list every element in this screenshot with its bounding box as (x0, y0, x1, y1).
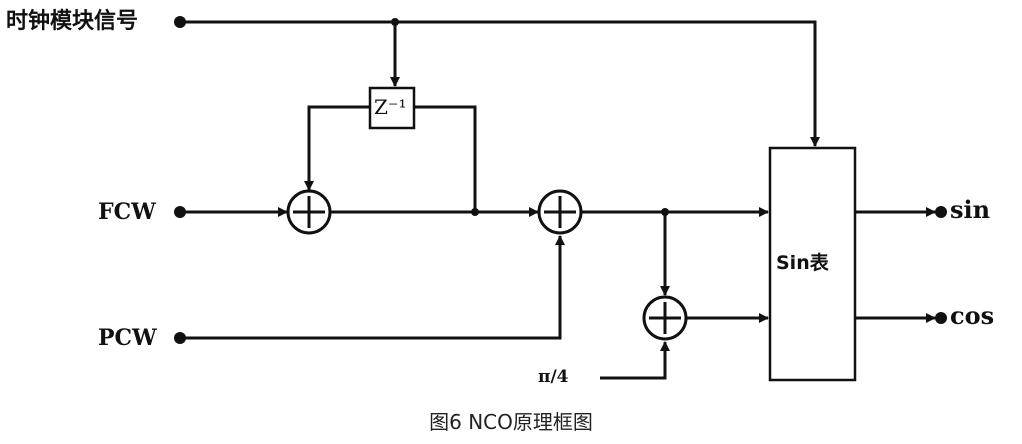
sin-table-block (768, 146, 857, 382)
cos-terminal (935, 312, 947, 324)
accum-feedback-wire (414, 105, 477, 212)
adder-1 (286, 189, 332, 235)
junction (391, 18, 399, 26)
junction (661, 208, 669, 216)
junction (471, 208, 479, 216)
clock-wire (180, 20, 820, 147)
pi4-label: π/4 (538, 367, 569, 387)
adder-2 (537, 189, 583, 235)
delay-block (368, 86, 416, 130)
fcw-terminal (174, 206, 186, 218)
feedback-wire (304, 105, 370, 191)
clock-label: 时钟模块信号 (6, 9, 139, 34)
sin-terminal (935, 206, 947, 218)
delay-label: Z⁻¹ (374, 95, 407, 119)
clock-terminal (174, 16, 186, 28)
figure-caption: 图6 NCO原理框图 (429, 410, 593, 434)
adder-3 (642, 295, 688, 341)
sin-label: sin (950, 195, 991, 224)
pcw-wire (180, 235, 565, 340)
cos-label: cos (950, 301, 995, 330)
fcw-label: FCW (98, 199, 156, 225)
sin-table-label: Sin表 (776, 252, 829, 274)
pi4-wire (600, 341, 670, 380)
pcw-label: PCW (98, 325, 157, 351)
pcw-terminal (174, 332, 186, 344)
